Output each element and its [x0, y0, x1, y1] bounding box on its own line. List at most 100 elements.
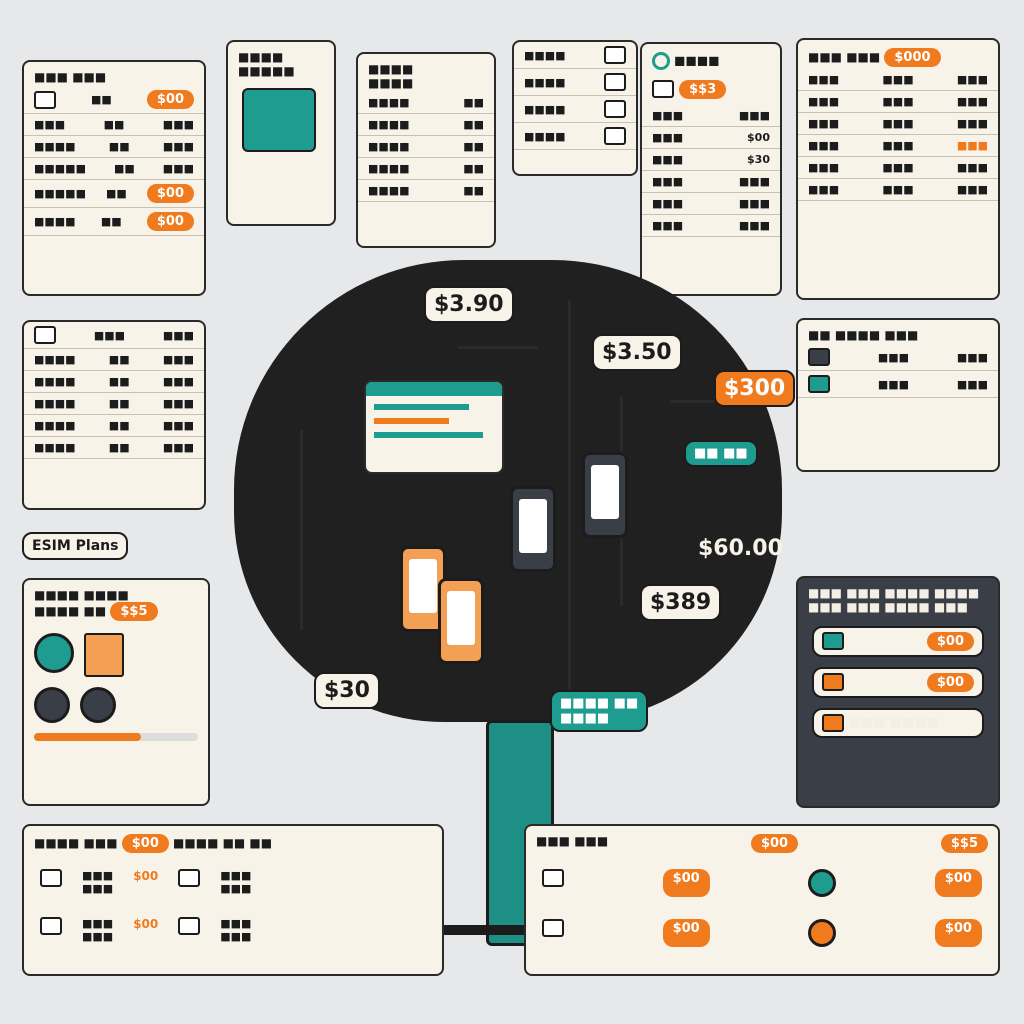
sim-icon: [604, 127, 626, 145]
list-row[interactable]: ■■■■■■: [358, 92, 494, 114]
tree-price-node[interactable]: $389: [640, 584, 722, 621]
table-row[interactable]: ■■■■■■■■■: [24, 349, 204, 371]
settings-circle-icon[interactable]: [34, 687, 70, 723]
table-row[interactable]: ■■■■■■■■■: [798, 179, 998, 201]
plan-circle-icon: [808, 919, 837, 947]
plan-option[interactable]: $00: [812, 667, 984, 698]
browser-window[interactable]: [364, 380, 504, 474]
price-pill[interactable]: $$5: [110, 602, 158, 621]
price-pill[interactable]: $00: [662, 869, 710, 897]
content-bar: [374, 432, 483, 438]
esim-plans-badge[interactable]: ESIM Plans: [22, 532, 129, 560]
table-header: ■■■■■■■■■: [798, 69, 998, 91]
card-icon: [178, 869, 201, 887]
sim-icon: [822, 673, 844, 691]
list-row[interactable]: ■■■■■■: [798, 344, 998, 371]
table-row[interactable]: ■■■■■■■■■: [24, 437, 204, 459]
feature-row: $00 $00: [526, 911, 998, 955]
tree-price-node[interactable]: $300: [714, 370, 796, 407]
card-title: ■■■ ■■■$00$$5: [526, 826, 998, 855]
plan-option[interactable]: $00: [812, 626, 984, 657]
sim-icon: [542, 869, 564, 887]
card-title: ■■■■ ■■■■■■■■ ■■ $$5: [24, 580, 208, 623]
sim-tags[interactable]: ■■ ■■: [684, 440, 758, 467]
sim-icon: [822, 632, 844, 650]
chat-bubble-teal[interactable]: ■■■■ ■■■■■■: [550, 690, 649, 732]
card-title: ■■■ ■■■ ■■■■ ■■■■■■■ ■■■ ■■■■ ■■■: [808, 586, 980, 614]
plan-option[interactable]: ■■■ ■■■■: [812, 708, 984, 738]
table-header: ■■■■■■: [642, 105, 780, 127]
list-row[interactable]: ■■■■■■: [358, 158, 494, 180]
router-icon: [40, 917, 62, 935]
price-pill[interactable]: $00: [662, 919, 710, 947]
table-row[interactable]: ■■■■■■■■■: [24, 415, 204, 437]
table-row[interactable]: ■■■■■■: [642, 193, 780, 215]
plan-row[interactable]: ■■$00: [24, 86, 204, 114]
price-pill[interactable]: $$3: [679, 80, 727, 99]
list-row[interactable]: ■■■■: [514, 42, 636, 69]
sim-icon: [604, 73, 626, 91]
card-title: ■■■■■■■■■: [238, 50, 295, 78]
list-row[interactable]: ■■■■: [514, 69, 636, 96]
list-row[interactable]: ■■■■: [514, 96, 636, 123]
content-bar: [374, 404, 470, 410]
branch-line: [300, 430, 303, 630]
table-row[interactable]: ■■■$00: [642, 127, 780, 149]
price-pill[interactable]: $$5: [940, 834, 988, 853]
progress-bar: [34, 733, 198, 741]
tree-price-node[interactable]: $3.50: [592, 334, 682, 371]
price-pill[interactable]: $00: [926, 632, 974, 651]
table-row[interactable]: ■■■■■■: [642, 171, 780, 193]
table-row[interactable]: ■■■■■■■■■: [798, 135, 998, 157]
table-row[interactable]: ■■■■■■■■■: [798, 157, 998, 179]
branch-line: [568, 300, 571, 720]
list-row[interactable]: ■■■■■■: [798, 371, 998, 398]
person-icon: [822, 714, 844, 732]
feature-row: $00 $00: [526, 855, 998, 911]
price-pill[interactable]: $00: [146, 184, 194, 203]
price-pill[interactable]: $00: [121, 834, 169, 853]
table-row[interactable]: ■■■■■■■■■: [798, 91, 998, 113]
phone-illustration: [438, 578, 484, 664]
price-pill[interactable]: $00: [934, 919, 982, 947]
plan-row[interactable]: ■■■■■■■■■■: [24, 158, 204, 180]
signal-circle-icon[interactable]: [80, 687, 116, 723]
plan-row[interactable]: ■■■■■■■■■: [24, 136, 204, 158]
sim-circle-icon[interactable]: [34, 633, 74, 673]
price-pill[interactable]: $000: [884, 48, 941, 67]
plan-row[interactable]: ■■■■■■■■: [24, 114, 204, 136]
header-row: $$3: [642, 72, 780, 105]
phone-icon: [84, 633, 124, 677]
price-pill[interactable]: $00: [926, 673, 974, 692]
price-pill[interactable]: $00: [934, 869, 982, 897]
price-pill[interactable]: $00: [750, 834, 799, 853]
list-row[interactable]: ■■■■■■: [358, 136, 494, 158]
list-row[interactable]: ■■■■: [514, 123, 636, 150]
tree-price-node[interactable]: $60.00: [698, 536, 783, 561]
icon-row: [24, 687, 208, 723]
table-row[interactable]: ■■■■■■■■■: [798, 113, 998, 135]
card-title: ■■■■ ■■■ $00 ■■■■ ■■ ■■: [34, 834, 273, 853]
sim-icon: [604, 100, 626, 118]
plans-card-top-right: ■■■ ■■■ $000 ■■■■■■■■■ ■■■■■■■■■ ■■■■■■■…: [796, 38, 1000, 300]
table-row[interactable]: ■■■$30: [642, 149, 780, 171]
tree-price-node[interactable]: $3.90: [424, 286, 514, 323]
tree-price-node[interactable]: $30: [314, 672, 380, 709]
table-row[interactable]: ■■■■■■■■■: [24, 371, 204, 393]
ground-line: [440, 925, 560, 935]
tree-canopy: [234, 260, 782, 722]
table-row[interactable]: ■■■■■■■■■: [24, 393, 204, 415]
content-bar: [374, 418, 449, 424]
price-pill[interactable]: $00: [146, 212, 194, 231]
list-row[interactable]: ■■■■■■: [358, 180, 494, 202]
list-row[interactable]: ■■■■■■: [358, 114, 494, 136]
plan-circle-icon: [808, 869, 837, 897]
plan-row[interactable]: ■■■■■■■$00: [24, 180, 204, 208]
branch-line: [458, 346, 538, 349]
price-pill[interactable]: $00: [146, 90, 194, 109]
window-titlebar: [366, 382, 502, 396]
table-row[interactable]: ■■■■■■: [642, 215, 780, 237]
plan-row[interactable]: ■■■■■■$00: [24, 208, 204, 236]
list-card-top-center: ■■■■ ■■■■ ■■■■ ■■■■: [512, 40, 638, 176]
card-title: ■■■ ■■■ $000: [798, 40, 998, 69]
